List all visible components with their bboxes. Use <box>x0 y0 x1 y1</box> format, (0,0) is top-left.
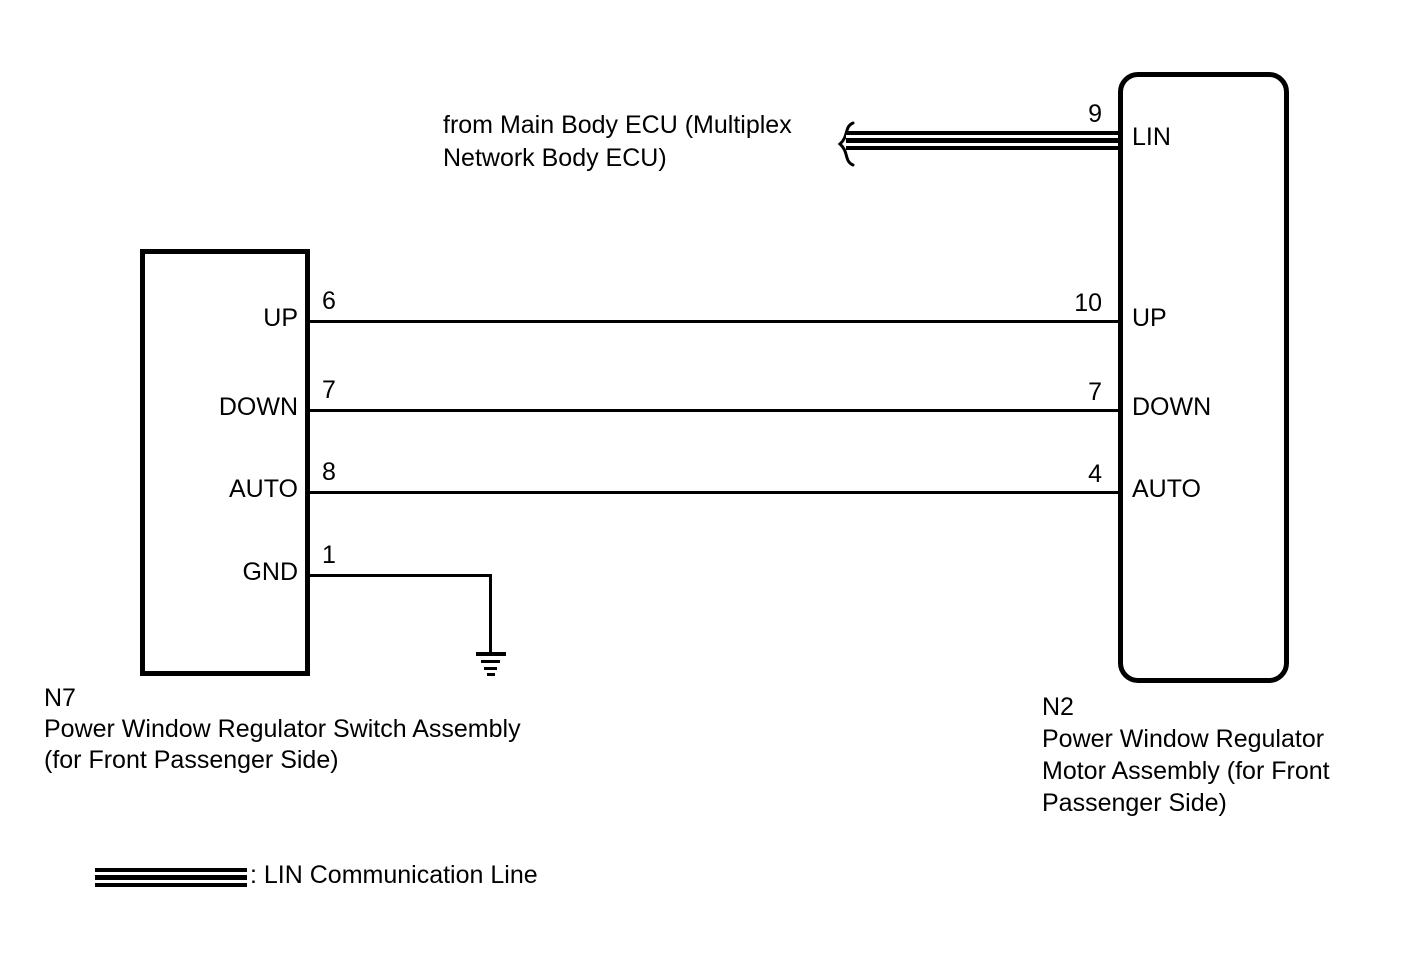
ecu-source-note-line1: from Main Body ECU (Multiplex <box>443 111 792 139</box>
legend-label: : LIN Communication Line <box>250 861 538 889</box>
lin-communication-wire <box>846 131 1118 150</box>
switch-assembly-name-line2: (for Front Passenger Side) <box>44 746 339 774</box>
motor-assembly-name-line2: Motor Assembly (for Front <box>1042 757 1330 785</box>
motor-pin-label-auto: AUTO <box>1132 475 1201 503</box>
wire-gnd-horizontal <box>310 574 492 577</box>
motor-assembly-caption: N2 Power Window Regulator Motor Assembly… <box>1042 691 1330 819</box>
motor-pin-label-down: DOWN <box>1132 393 1212 421</box>
switch-assembly-name-line1: Power Window Regulator Switch Assembly <box>44 715 521 743</box>
wire-up <box>310 320 1118 323</box>
switch-pin-number-down: 7 <box>322 376 336 404</box>
switch-pin-label-up: UP <box>263 304 298 332</box>
switch-pin-number-up: 6 <box>322 287 336 315</box>
switch-assembly-caption: N7 Power Window Regulator Switch Assembl… <box>44 683 521 776</box>
switch-pin-number-gnd: 1 <box>322 541 336 569</box>
switch-assembly-code: N7 <box>44 684 76 712</box>
switch-pin-number-auto: 8 <box>322 458 336 486</box>
wire-down <box>310 409 1118 412</box>
motor-assembly-name-line1: Power Window Regulator <box>1042 725 1325 753</box>
lin-line-legend-swatch <box>95 868 247 887</box>
ecu-source-note: from Main Body ECU (Multiplex Network Bo… <box>443 109 792 175</box>
switch-pin-label-auto: AUTO <box>229 475 298 503</box>
ground-bar-3 <box>484 667 497 670</box>
motor-assembly-name-line3: Passenger Side) <box>1042 789 1227 817</box>
wire-continuation-brace-icon <box>837 121 855 167</box>
ground-bar-2 <box>481 660 500 663</box>
motor-pin-label-lin: LIN <box>1132 123 1171 151</box>
switch-pin-label-gnd: GND <box>242 558 298 586</box>
motor-pin-label-up: UP <box>1132 304 1167 332</box>
wire-gnd-vertical <box>489 574 492 654</box>
ground-bar-1 <box>476 652 506 656</box>
switch-pin-label-down: DOWN <box>218 393 298 421</box>
ecu-source-note-line2: Network Body ECU) <box>443 144 667 172</box>
motor-pin-number-up: 10 <box>1074 289 1102 317</box>
motor-assembly-box <box>1118 72 1289 683</box>
switch-assembly-box <box>140 249 310 676</box>
motor-pin-number-lin: 9 <box>1088 100 1102 128</box>
wire-auto <box>310 491 1118 494</box>
motor-pin-number-auto: 4 <box>1088 460 1102 488</box>
motor-pin-number-down: 7 <box>1088 378 1102 406</box>
motor-assembly-code: N2 <box>1042 693 1074 721</box>
ground-bar-4 <box>487 673 495 676</box>
